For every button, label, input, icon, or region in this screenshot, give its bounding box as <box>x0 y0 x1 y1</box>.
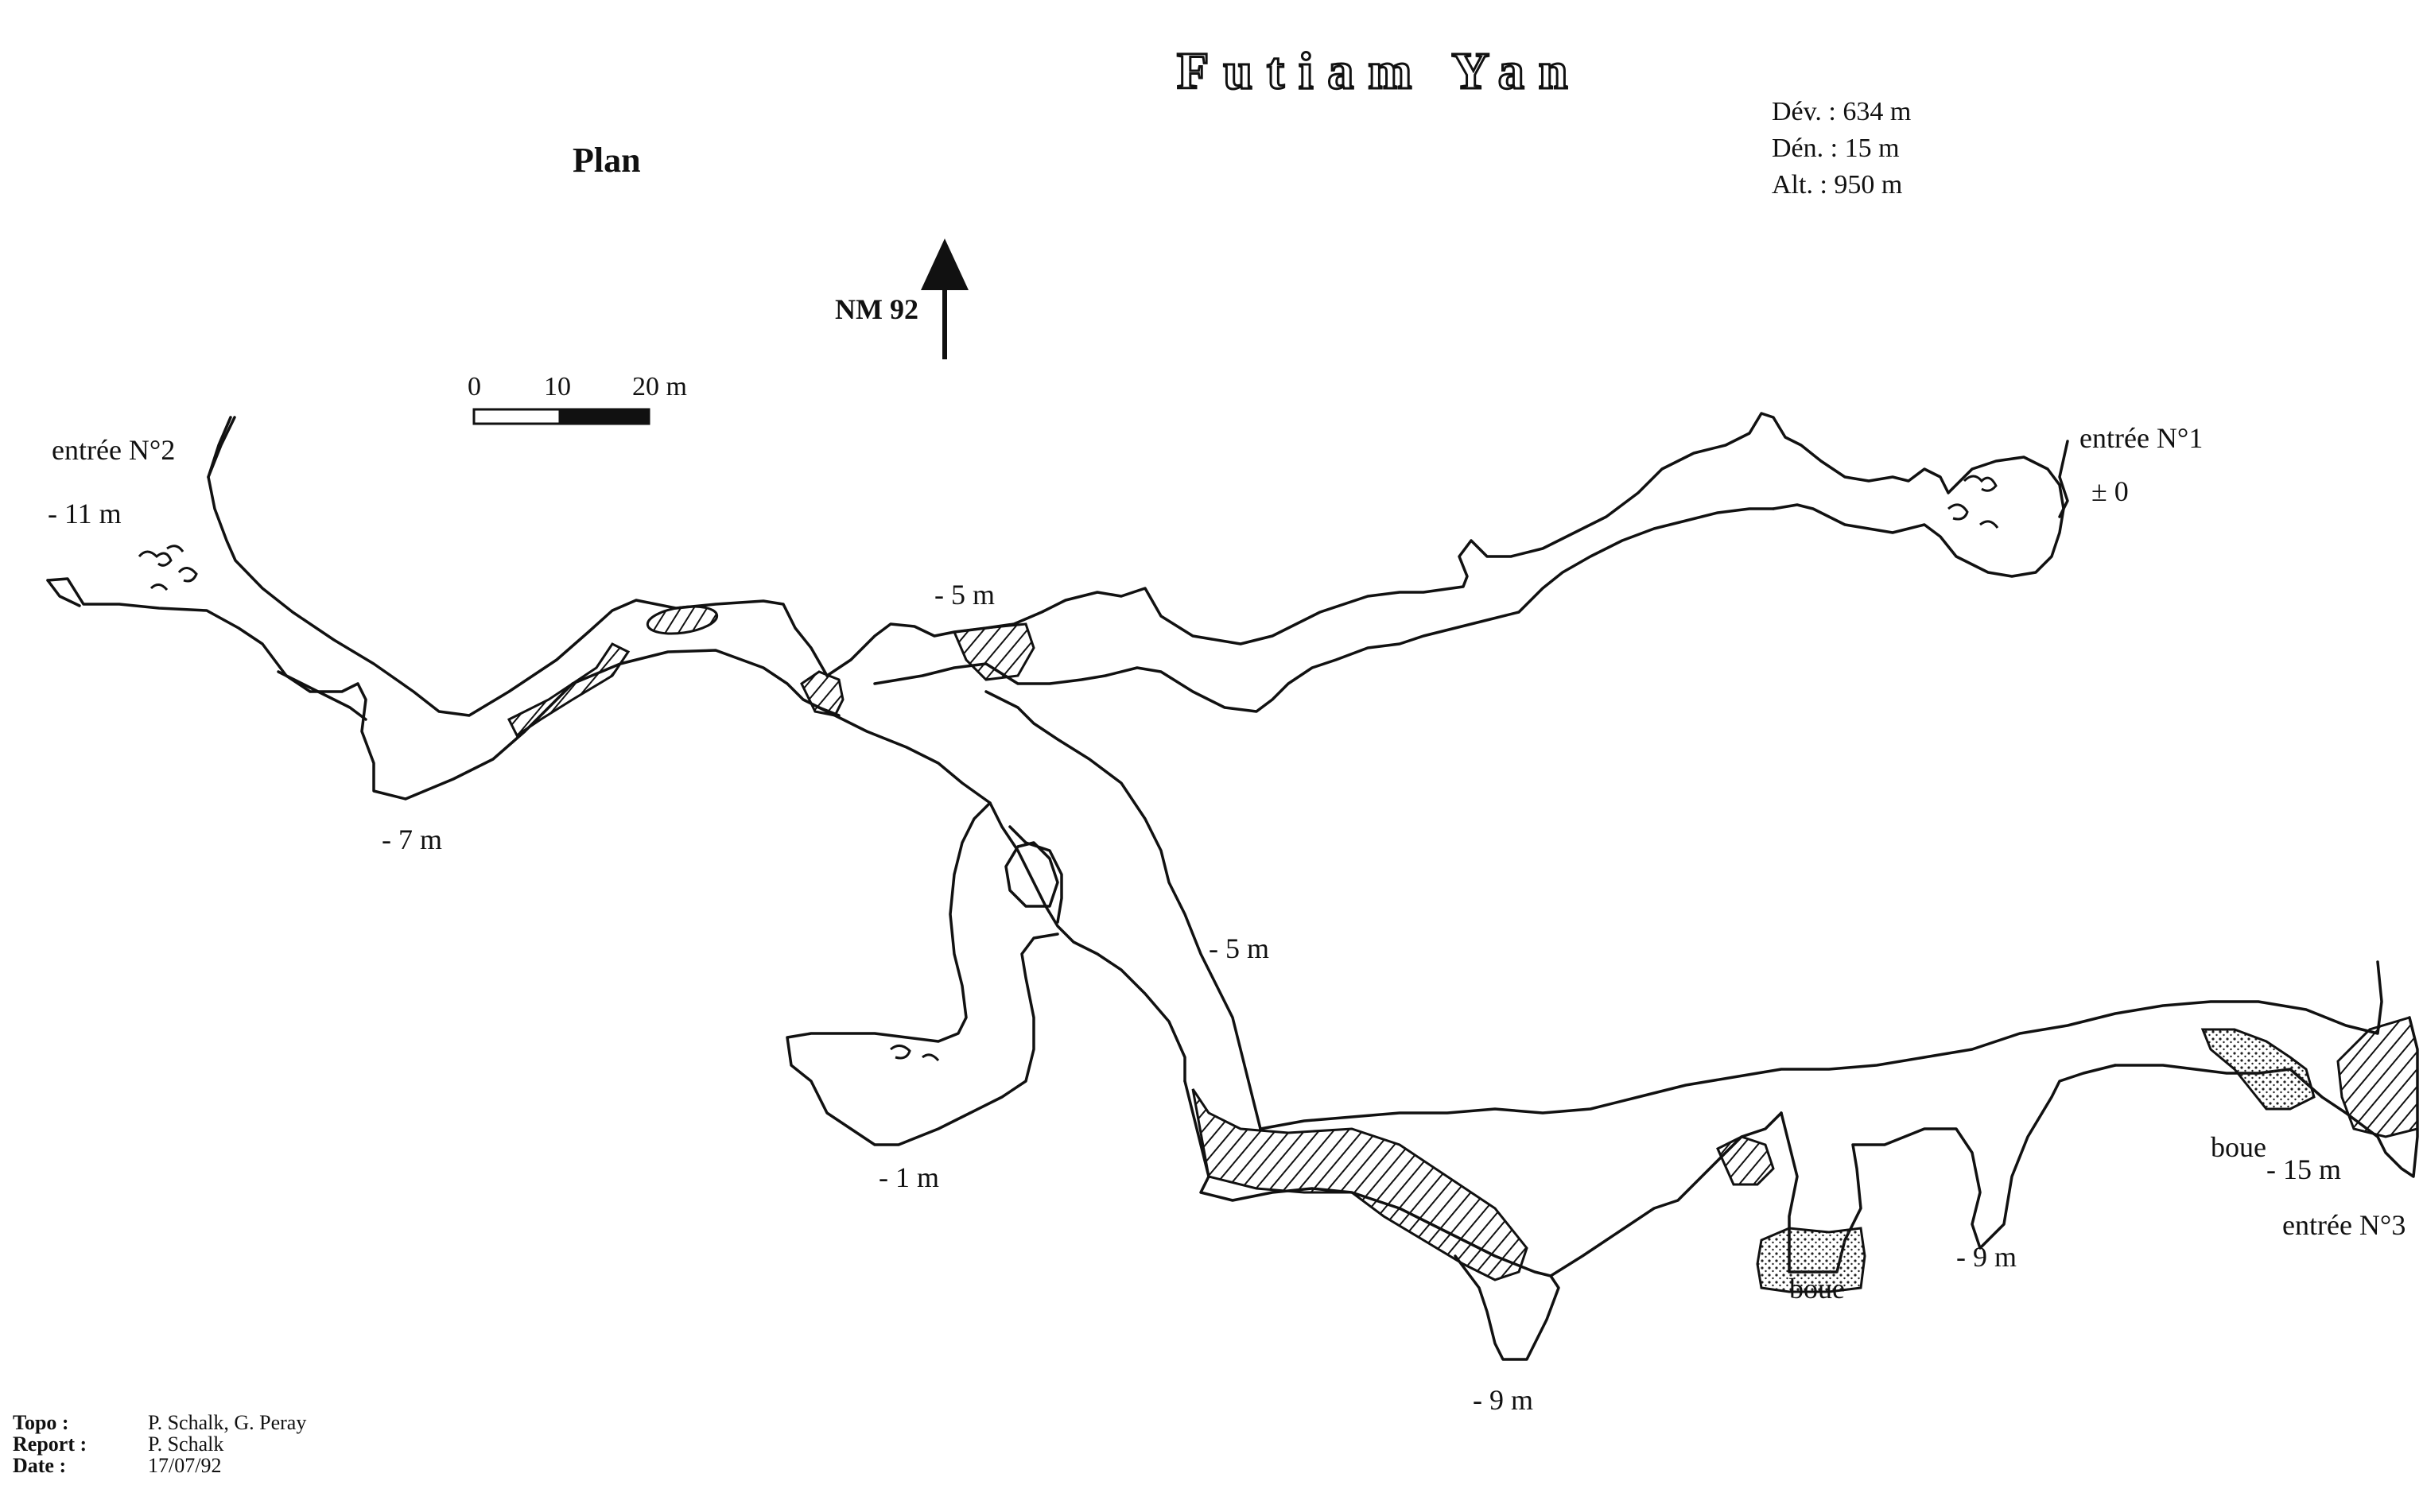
branch-sw-outer <box>786 801 1059 1146</box>
mud-label-center: boue <box>1789 1273 1845 1305</box>
gallery-west-north-wall <box>207 416 829 717</box>
collapse-south-2 <box>1716 1135 1775 1186</box>
depth-label-gallery: - 5 m <box>1209 932 1269 964</box>
depth-label-west: - 7 m <box>382 824 442 855</box>
entrance-1-shaft <box>2058 440 2069 518</box>
gallery-south-east-wall <box>984 690 1262 1130</box>
development-stat: Dév. : 634 m <box>1772 97 1912 126</box>
credit-topo-value: P. Schalk, G. Peray <box>148 1411 307 1434</box>
collapse-east <box>2336 1016 2419 1138</box>
entrance-2-label: entrée N°2 <box>52 434 176 466</box>
boulders-e1 <box>1947 475 1999 529</box>
gallery-ne-north-wall <box>825 412 2065 677</box>
boulders-w <box>138 545 198 591</box>
mud-zone-east <box>2200 1028 2316 1111</box>
scale-tick-10: 10 <box>544 372 571 401</box>
depth-label-sw-branch: - 1 m <box>879 1161 939 1193</box>
gallery-south-north-wall <box>1259 960 2383 1130</box>
stats-block: Dév. : 634 m Dén. : 15 m Alt. : 950 m <box>1772 94 1911 204</box>
boulders-sw <box>890 1045 940 1061</box>
scale-tick-0: 0 <box>468 372 481 401</box>
collapse-w2 <box>646 605 719 635</box>
map-title: Futiam Yan <box>1175 41 1582 102</box>
gallery-west-floor <box>277 670 367 721</box>
north-label: NM 92 <box>835 293 918 325</box>
entrance-3-label: entrée N°3 <box>2282 1209 2406 1241</box>
scale-bar <box>472 408 650 425</box>
collapse-junction <box>800 670 845 717</box>
credit-topo-key: Topo : <box>13 1411 69 1434</box>
depth-label-south: - 9 m <box>1473 1384 1533 1416</box>
denivelation-stat: Dén. : 15 m <box>1772 134 1900 163</box>
credit-date-value: 17/07/92 <box>148 1454 222 1477</box>
entrance-2-depth: - 11 m <box>48 498 122 529</box>
mud-zone-center <box>1756 1227 1866 1293</box>
collapse-north <box>952 622 1035 681</box>
entrance-3-depth: - 15 m <box>2266 1153 2341 1185</box>
gallery-west-south-wall <box>46 577 841 801</box>
collapse-south-1 <box>1191 1088 1528 1281</box>
credit-report-value: P. Schalk <box>148 1433 224 1456</box>
credits-block: Topo : P. Schalk, G. Peray Report : P. S… <box>13 1412 306 1476</box>
depth-label-junction: - 5 m <box>934 579 995 611</box>
altitude-stat: Alt. : 950 m <box>1772 170 1903 200</box>
gallery-south-side-2 <box>2114 1016 2419 1178</box>
view-label: Plan <box>573 141 641 180</box>
gallery-west-end <box>46 579 81 607</box>
north-arrow <box>921 238 969 359</box>
gallery-ne-south-wall <box>873 507 1775 713</box>
gallery-south-tail <box>1549 1111 1783 1277</box>
depth-label-south-east: - 9 m <box>1956 1241 2017 1273</box>
scale-tick-20: 20 m <box>632 372 687 401</box>
gallery-south-west-wall <box>817 706 1186 1083</box>
collapse-w <box>507 642 631 738</box>
branch-sw-chamber <box>1004 841 1059 908</box>
entrance-2-shaft <box>207 416 232 479</box>
credit-date-key: Date : <box>13 1454 67 1477</box>
entrance-1-label: entrée N°1 <box>2079 422 2204 454</box>
branch-sw-inner <box>1008 825 1063 924</box>
entrance-1-depth: ± 0 <box>2091 475 2129 507</box>
mud-label-east: boue <box>2211 1131 2266 1163</box>
credit-report-key: Report : <box>13 1433 87 1456</box>
